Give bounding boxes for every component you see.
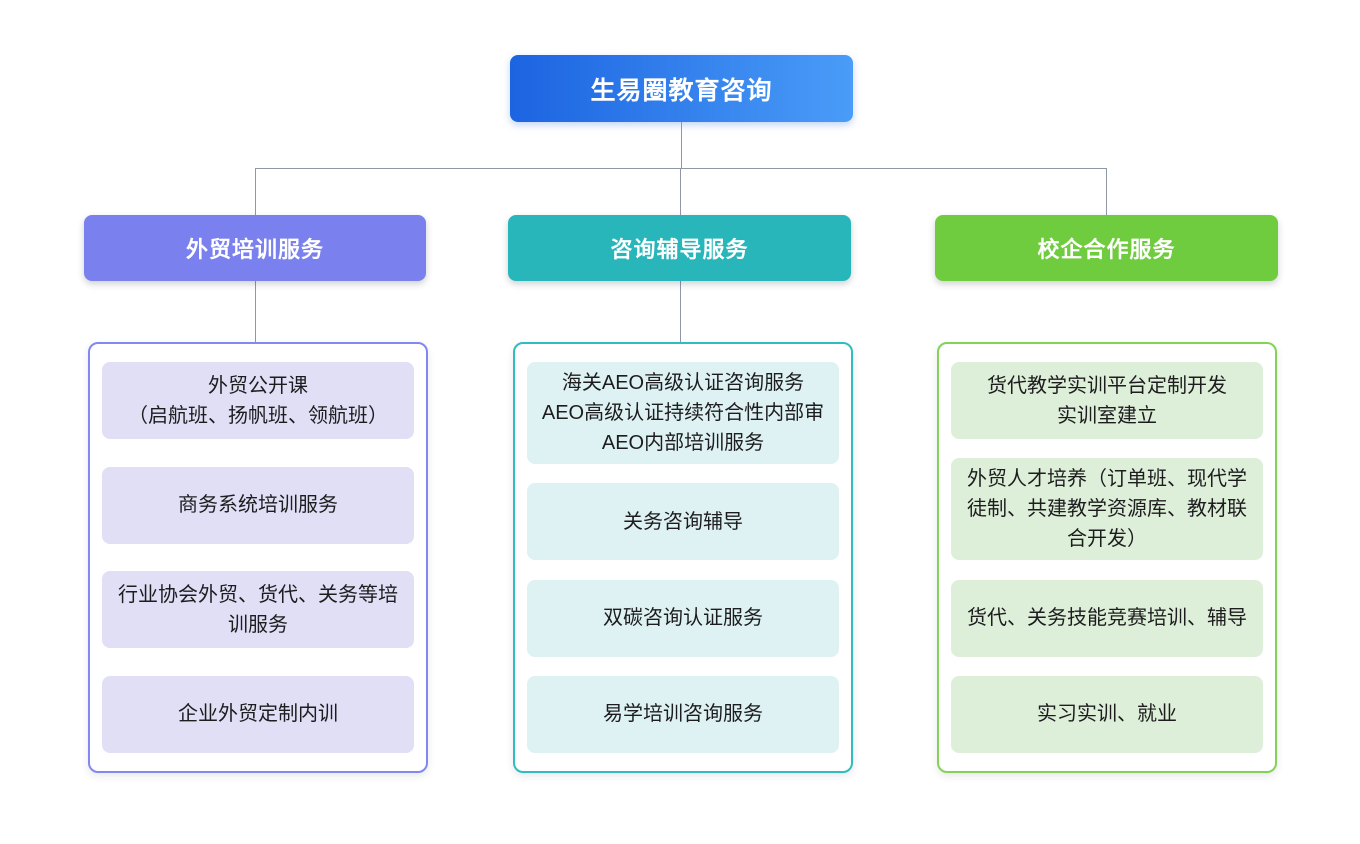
- service-item: 双碳咨询认证服务: [527, 579, 839, 657]
- service-item: 实习实训、就业: [951, 675, 1263, 753]
- connector-horizontal: [255, 168, 1107, 169]
- service-item: 行业协会外贸、货代、关务等培训服务: [102, 571, 414, 649]
- branch-header-label: 校企合作服务: [1037, 237, 1176, 262]
- service-item: 商务系统培训服务: [102, 466, 414, 544]
- branch-header-label: 外贸培训服务: [185, 237, 324, 262]
- branch-group-school-enterprise: 货代教学实训平台定制开发 实训室建立 外贸人才培养（订单班、现代学徒制、共建教学…: [937, 342, 1277, 773]
- branch-header-label: 咨询辅导服务: [610, 237, 749, 262]
- connector-drop-branch-2: [680, 168, 681, 215]
- service-item: 易学培训咨询服务: [527, 675, 839, 753]
- service-item: 货代教学实训平台定制开发 实训室建立: [951, 362, 1263, 439]
- service-item: 关务咨询辅导: [527, 483, 839, 561]
- branch-header-consulting-coaching: 咨询辅导服务: [508, 215, 851, 281]
- branch-header-school-enterprise: 校企合作服务: [935, 215, 1278, 281]
- connector-header-to-group-1: [255, 281, 256, 342]
- branch-header-trade-training: 外贸培训服务: [84, 215, 426, 281]
- connector-drop-branch-3: [1106, 168, 1107, 215]
- service-item: 企业外贸定制内训: [102, 675, 414, 753]
- branch-group-trade-training: 外贸公开课 （启航班、扬帆班、领航班） 商务系统培训服务 行业协会外贸、货代、关…: [88, 342, 428, 773]
- branch-group-consulting-coaching: 海关AEO高级认证咨询服务 AEO高级认证持续符合性内部审 AEO内部培训服务 …: [513, 342, 853, 773]
- connector-root-vertical: [681, 122, 682, 168]
- service-item: 海关AEO高级认证咨询服务 AEO高级认证持续符合性内部审 AEO内部培训服务: [527, 362, 839, 464]
- connector-header-to-group-2: [680, 281, 681, 342]
- connector-drop-branch-1: [255, 168, 256, 215]
- service-item: 外贸人才培养（订单班、现代学徒制、共建教学资源库、教材联合开发）: [951, 458, 1263, 561]
- service-item: 外贸公开课 （启航班、扬帆班、领航班）: [102, 362, 414, 439]
- service-item: 货代、关务技能竞赛培训、辅导: [951, 579, 1263, 657]
- root-node: 生易圈教育咨询: [510, 55, 853, 122]
- root-node-label: 生易圈教育咨询: [590, 76, 773, 105]
